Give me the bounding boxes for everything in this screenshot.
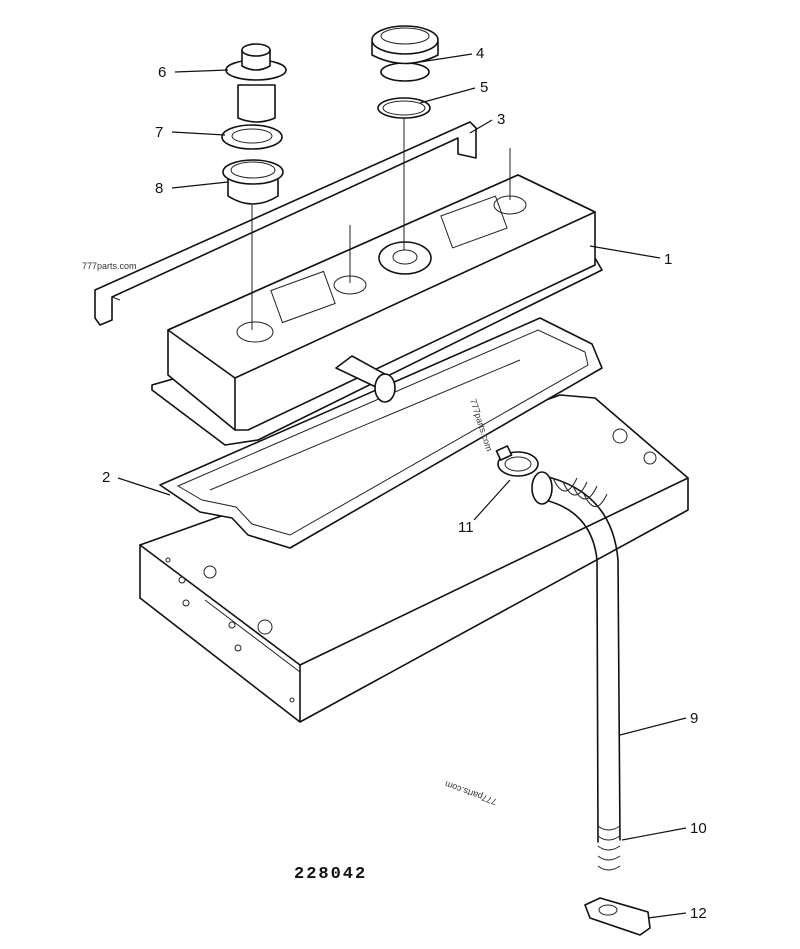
callout-3: 3 <box>497 111 505 128</box>
cap-seal-ring <box>377 97 431 119</box>
rocker-cover <box>151 174 603 446</box>
watermark-bottom: 777parts.com <box>443 779 498 807</box>
hose-clip <box>495 445 539 477</box>
callout-8: 8 <box>155 180 163 197</box>
gasket <box>159 317 603 549</box>
oil-filler-cap <box>371 25 439 82</box>
hose-bracket <box>584 897 651 936</box>
callout-7: 7 <box>155 124 163 141</box>
rubber-grommet <box>222 159 284 205</box>
callout-10: 10 <box>690 820 707 837</box>
baffle-plate <box>94 121 477 326</box>
sealing-washer <box>221 124 283 150</box>
callout-2: 2 <box>102 469 110 486</box>
callout-1: 1 <box>664 251 672 268</box>
callout-labels: 1 2 3 4 5 6 7 8 9 10 11 12 <box>102 45 707 922</box>
callout-6: 6 <box>158 64 166 81</box>
assembly-guide-lines <box>251 118 511 330</box>
breather-hose <box>531 471 621 843</box>
callout-9: 9 <box>690 710 698 727</box>
leader-lines <box>117 53 687 919</box>
callout-4: 4 <box>476 45 484 62</box>
cylinder-head <box>139 394 689 723</box>
watermark-left: 777parts.com <box>82 261 137 271</box>
drawing-code: 228042 <box>294 865 367 884</box>
cover-bolt <box>225 43 287 123</box>
callout-12: 12 <box>690 905 707 922</box>
callout-11: 11 <box>458 519 474 536</box>
hose-spring <box>552 477 621 871</box>
callout-5: 5 <box>480 79 488 96</box>
